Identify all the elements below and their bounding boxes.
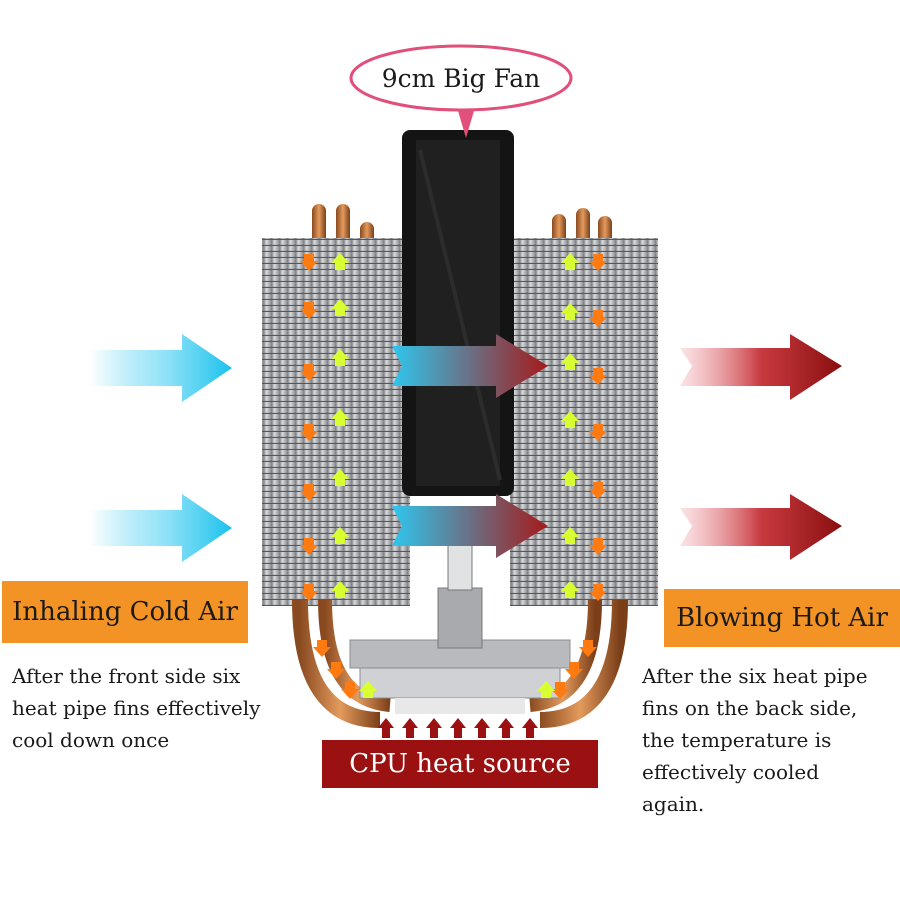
hot-air-arrow-icon: [680, 334, 842, 560]
fan: [402, 130, 514, 496]
fan-callout-label: 9cm Big Fan: [381, 63, 541, 93]
airflow-arrow-icon: [392, 334, 548, 558]
right-description: After the six heat pipe fins on the back…: [642, 660, 868, 820]
cpu-heat-source-label: CPU heat source: [322, 740, 598, 788]
fan-callout-bubble: [349, 44, 573, 138]
blowing-hot-air-text: Blowing Hot Air: [676, 603, 888, 633]
left-description: After the front side six heat pipe fins …: [12, 660, 260, 756]
inhaling-cold-air-text: Inhaling Cold Air: [12, 597, 238, 627]
right-description-line: the temperature is: [642, 728, 832, 752]
cooler-base: [292, 529, 628, 728]
inhaling-cold-air-label: Inhaling Cold Air: [2, 581, 248, 643]
left-description-line: heat pipe fins effectively: [12, 696, 261, 720]
cpu-heat-source-text: CPU heat source: [349, 749, 571, 779]
left-description-line: cool down once: [12, 728, 170, 752]
right-description-line: again.: [642, 792, 705, 816]
left-description-line: After the front side six: [12, 664, 241, 688]
right-description-line: effectively cooled: [642, 760, 820, 784]
blowing-hot-air-label: Blowing Hot Air: [664, 589, 900, 647]
right-fin-stack: [510, 238, 658, 606]
heat-up-arrow-icon: [378, 718, 538, 738]
right-description-line: fins on the back side,: [642, 696, 858, 720]
right-description-line: After the six heat pipe: [642, 664, 868, 688]
cold-air-arrow-icon: [90, 334, 232, 562]
